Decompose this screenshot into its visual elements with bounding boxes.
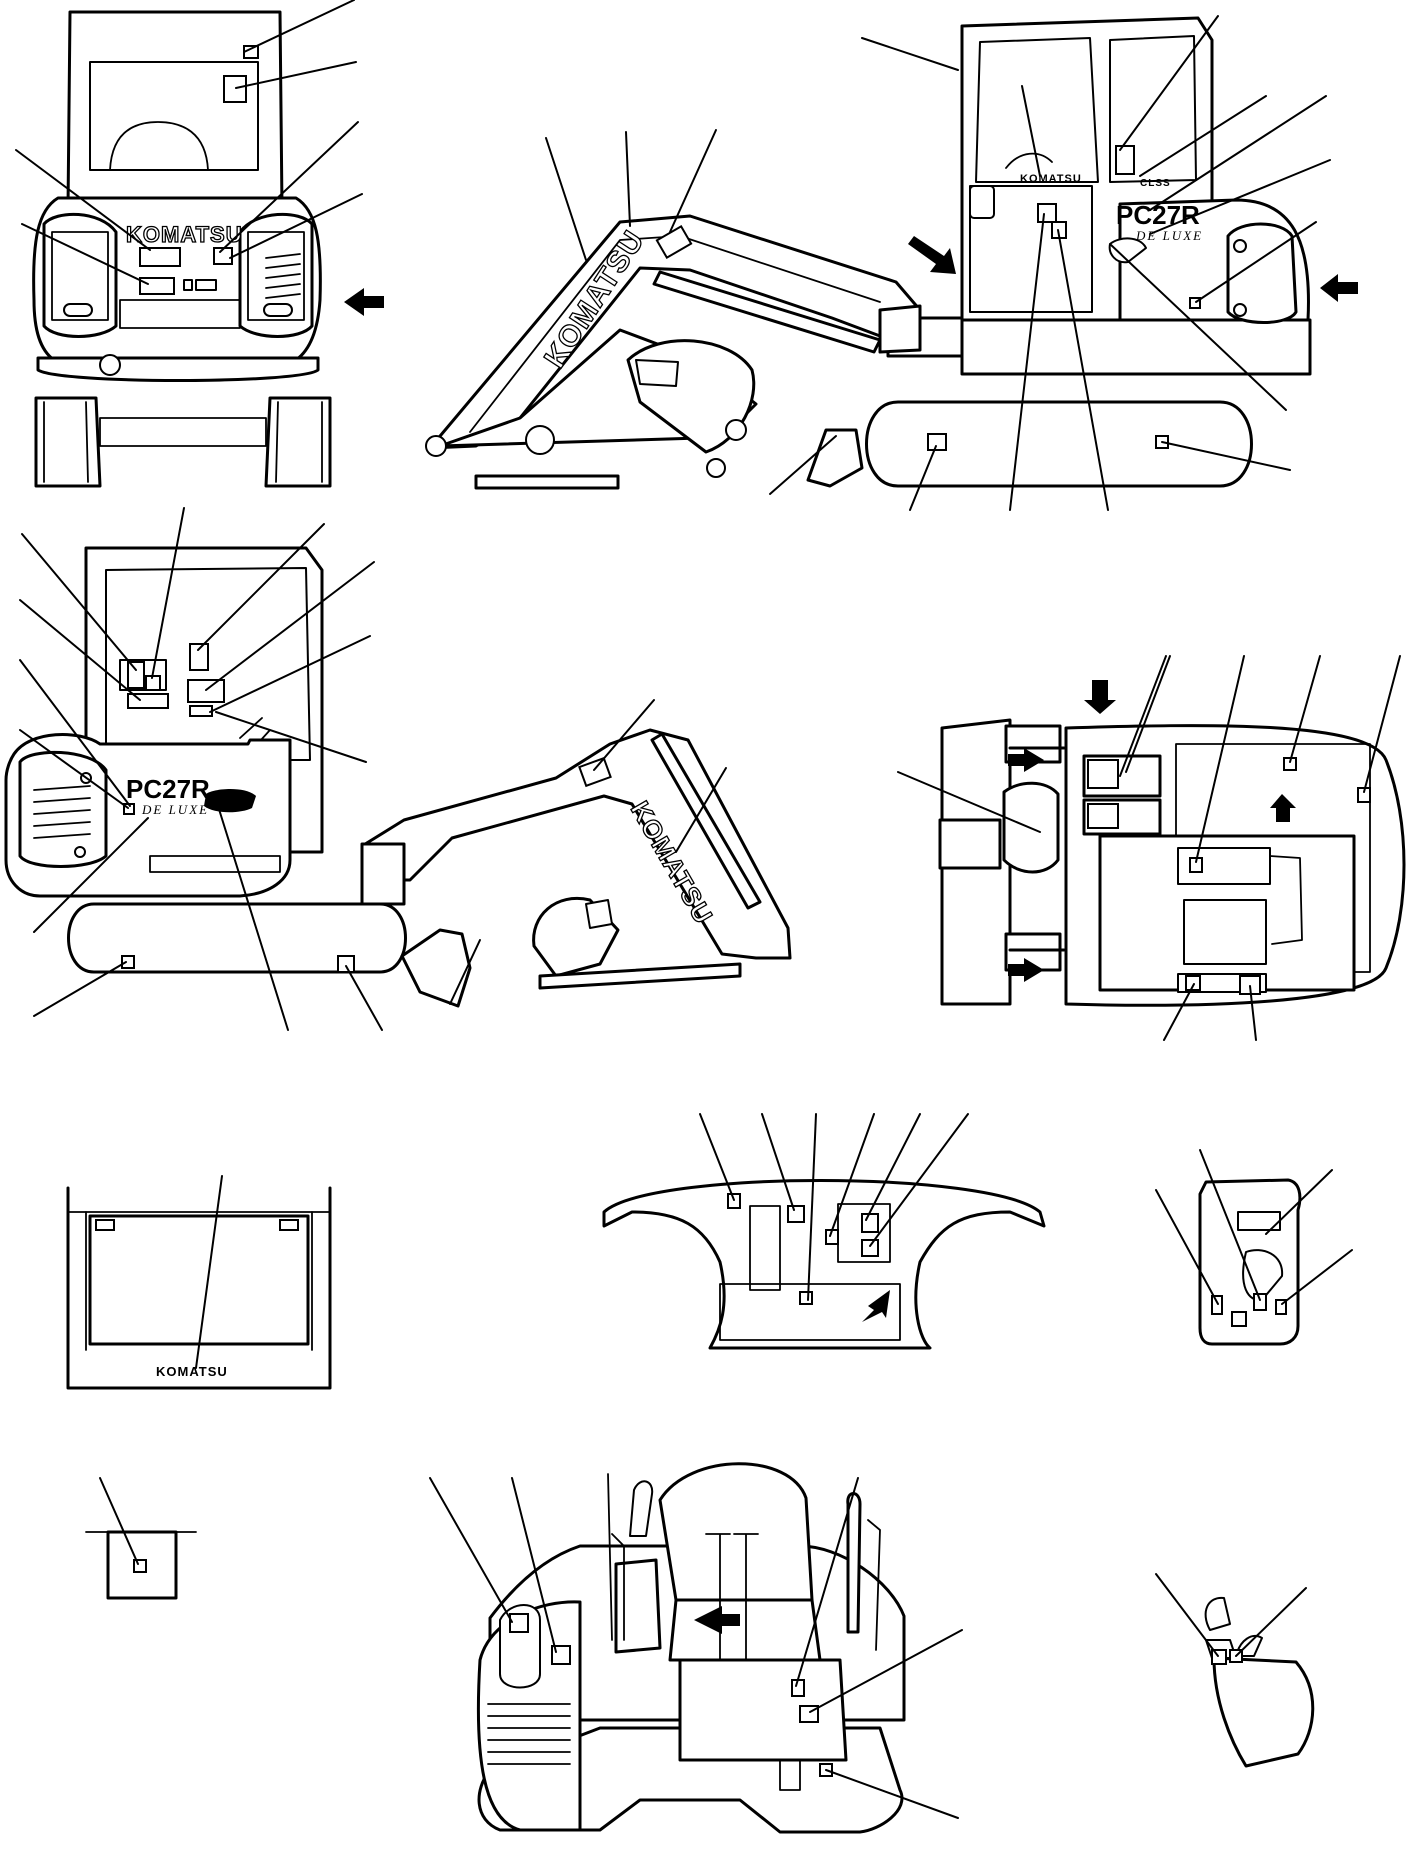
left-logo-emblem [204,789,256,813]
rear-window-view: KOMATSU [66,1175,332,1390]
right-side-view: KOMATSU KOMATSU CLSS [425,15,1358,511]
right-model-subbadge: DE LUXE [1135,228,1203,243]
top-view [897,655,1406,1041]
top-arrow-down-icon [1084,680,1116,714]
left-side-view: PC27R DE LUXE KOMATSU [4,507,792,1031]
rear-window-komatsu-logo: KOMATSU [156,1364,228,1379]
front-view-arrow-icon [344,288,384,316]
floor-detail-view [85,1477,197,1600]
operator-rear-view [429,1462,963,1834]
right-logo-small: CLSS [1140,178,1171,189]
front-view: KOMATSU [15,0,384,488]
door-arrow-icon [908,236,956,274]
right-console-view [1155,1149,1353,1346]
top-arrow-right2-icon [1008,958,1044,982]
left-model-badge: PC27R [126,774,210,804]
left-model-subbadge: DE LUXE [141,802,209,817]
front-komatsu-logo: KOMATSU [126,222,243,247]
right-view-arrow-icon [1320,274,1358,302]
operator-arrow-icon [694,1606,740,1634]
top-arrow-right1-icon [1008,748,1044,772]
cab-komatsu-logo: KOMATSU [1020,173,1082,185]
control-lever-view [1155,1573,1315,1768]
top-arrow-up-icon [1270,794,1296,822]
instrument-panel-view [602,1113,1046,1350]
panel-arrow-icon [862,1290,890,1322]
